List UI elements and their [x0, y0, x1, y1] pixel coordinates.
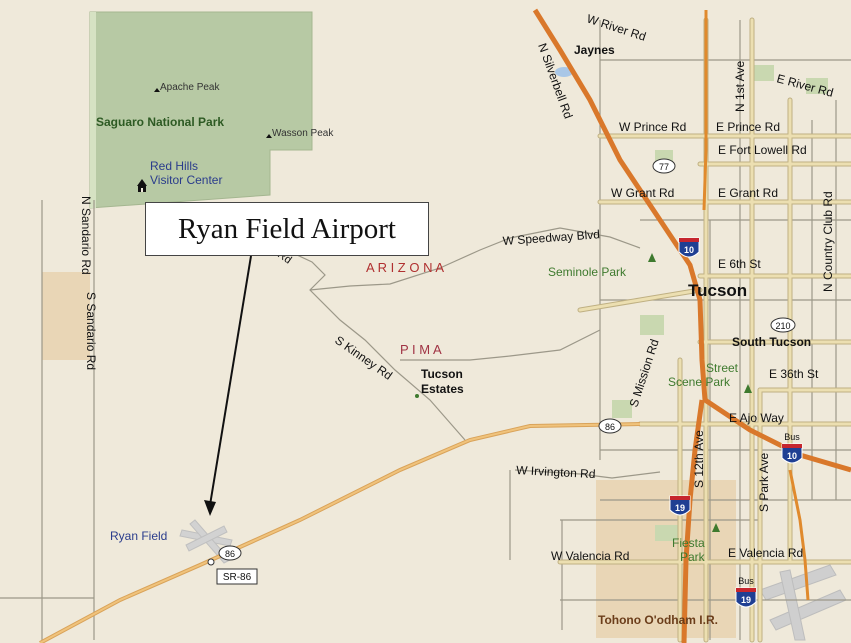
location-dot-ryan-field: [207, 558, 215, 566]
label-e-valencia-rd: E Valencia Rd: [728, 546, 803, 560]
label-e-36th-st: E 36th St: [769, 367, 819, 381]
label-street: Street: [706, 361, 739, 375]
label-s-park-ave: S Park Ave: [757, 453, 771, 512]
label-apache-peak: Apache Peak: [160, 82, 220, 93]
label-arizona: A R I Z O N A: [366, 260, 444, 275]
label-i10-shield-south: 10: [787, 451, 797, 461]
label-scene-park: Scene Park: [668, 375, 731, 389]
highway-i10: [532, 8, 851, 473]
label-i10-shield-north: 10: [684, 245, 694, 255]
park-tree-icon-street-scene: [744, 384, 752, 393]
tan-parcel-west: [42, 272, 90, 360]
label-e-fort-lowell-rd: E Fort Lowell Rd: [718, 143, 807, 157]
label-wasson-peak: Wasson Peak: [272, 128, 334, 139]
park-tree-icon-seminole: [648, 253, 656, 262]
minor-roads: [0, 20, 851, 640]
label-e-grant-rd: E Grant Rd: [718, 186, 778, 200]
highway-sr86-center: [39, 423, 641, 643]
label-n-1st-ave: N 1st Ave: [733, 61, 747, 112]
label-tucson: Tucson: [688, 281, 747, 300]
label-route-210: 210: [775, 321, 790, 331]
park-green-5: [806, 78, 828, 94]
interstate-19-shield-south: Bus 19: [735, 576, 757, 608]
route-210-shield: 210: [770, 317, 796, 333]
label-e-6th-st: E 6th St: [718, 257, 761, 271]
location-dot-tucson-estates: [415, 394, 419, 398]
label-i19-shield-north: 19: [675, 503, 685, 513]
highway-77: [702, 10, 708, 211]
callout-pointer-arrowhead: [204, 500, 216, 516]
label-s-sandario-rd: S Sandario Rd: [84, 292, 98, 370]
park-tree-icon-fiesta: [712, 523, 720, 532]
park-green-3: [612, 400, 632, 418]
park-green-6: [655, 525, 681, 541]
label-bus-19: Bus: [738, 576, 754, 586]
label-jaynes: Jaynes: [574, 43, 615, 57]
label-i19-shield-south: 19: [741, 595, 751, 605]
label-w-grant-rd: W Grant Rd: [611, 186, 674, 200]
label-w-valencia-rd: W Valencia Rd: [551, 549, 629, 563]
interstate-19-shield-north: 19: [669, 495, 691, 516]
label-tucson-estates-2: Estates: [421, 382, 464, 396]
sr86-badge: SR-86: [216, 568, 258, 585]
park-green-4: [752, 65, 774, 81]
label-visitor-center: Visitor Center: [150, 173, 222, 187]
peak-marker-apache: [154, 88, 160, 92]
route-86-shield-east: 86: [598, 418, 622, 434]
label-s-12th-ave: S 12th Ave: [692, 430, 706, 488]
interstate-10-shield-south: Bus 10: [781, 432, 803, 464]
label-south-tucson: South Tucson: [732, 335, 811, 349]
tohono-reservation-area: [596, 480, 736, 638]
interstate-10-shield-north: 10: [678, 237, 700, 258]
label-fiesta: Fiesta: [672, 536, 705, 550]
label-n-country-club-rd: N Country Club Rd: [821, 191, 835, 292]
peak-marker-wasson: [266, 134, 272, 138]
route-77-shield: 77: [652, 158, 676, 174]
callout-pointer-line: [209, 255, 252, 506]
label-tohono: Tohono O'odham I.R.: [598, 613, 718, 627]
label-e-ajo-way: E Ajo Way: [729, 411, 784, 425]
ryan-field-airport-callout: Ryan Field Airport: [145, 202, 429, 256]
label-sr86: SR-86: [223, 572, 252, 583]
label-w-speedway-blvd: W Speedway Blvd: [502, 227, 600, 248]
label-pima: P I M A: [400, 342, 442, 357]
park-green-2: [640, 315, 664, 335]
label-tucson-estates-1: Tucson: [421, 367, 463, 381]
highway-airport-spur: [788, 469, 810, 601]
label-route-86-east: 86: [605, 422, 615, 432]
park-light-strip: [90, 12, 96, 208]
label-fiesta-park: Park: [680, 550, 706, 564]
water-pond: [555, 67, 573, 77]
visitor-center-icon: [137, 179, 147, 192]
route-86-shield-west: 86: [218, 545, 242, 561]
label-route-86-west: 86: [225, 549, 235, 559]
label-ryan-field: Ryan Field: [110, 529, 167, 543]
label-seminole-park: Seminole Park: [548, 265, 627, 279]
label-saguaro-national-park: Saguaro National Park: [96, 115, 224, 129]
label-n-sandario-rd: N Sandario Rd: [79, 196, 93, 275]
label-w-irvington-rd: W Irvington Rd: [516, 463, 596, 481]
label-red-hills: Red Hills: [150, 159, 198, 173]
label-w-prince-rd: W Prince Rd: [619, 120, 686, 134]
label-route-77: 77: [659, 162, 669, 172]
label-bus-10: Bus: [784, 432, 800, 442]
label-e-prince-rd: E Prince Rd: [716, 120, 780, 134]
